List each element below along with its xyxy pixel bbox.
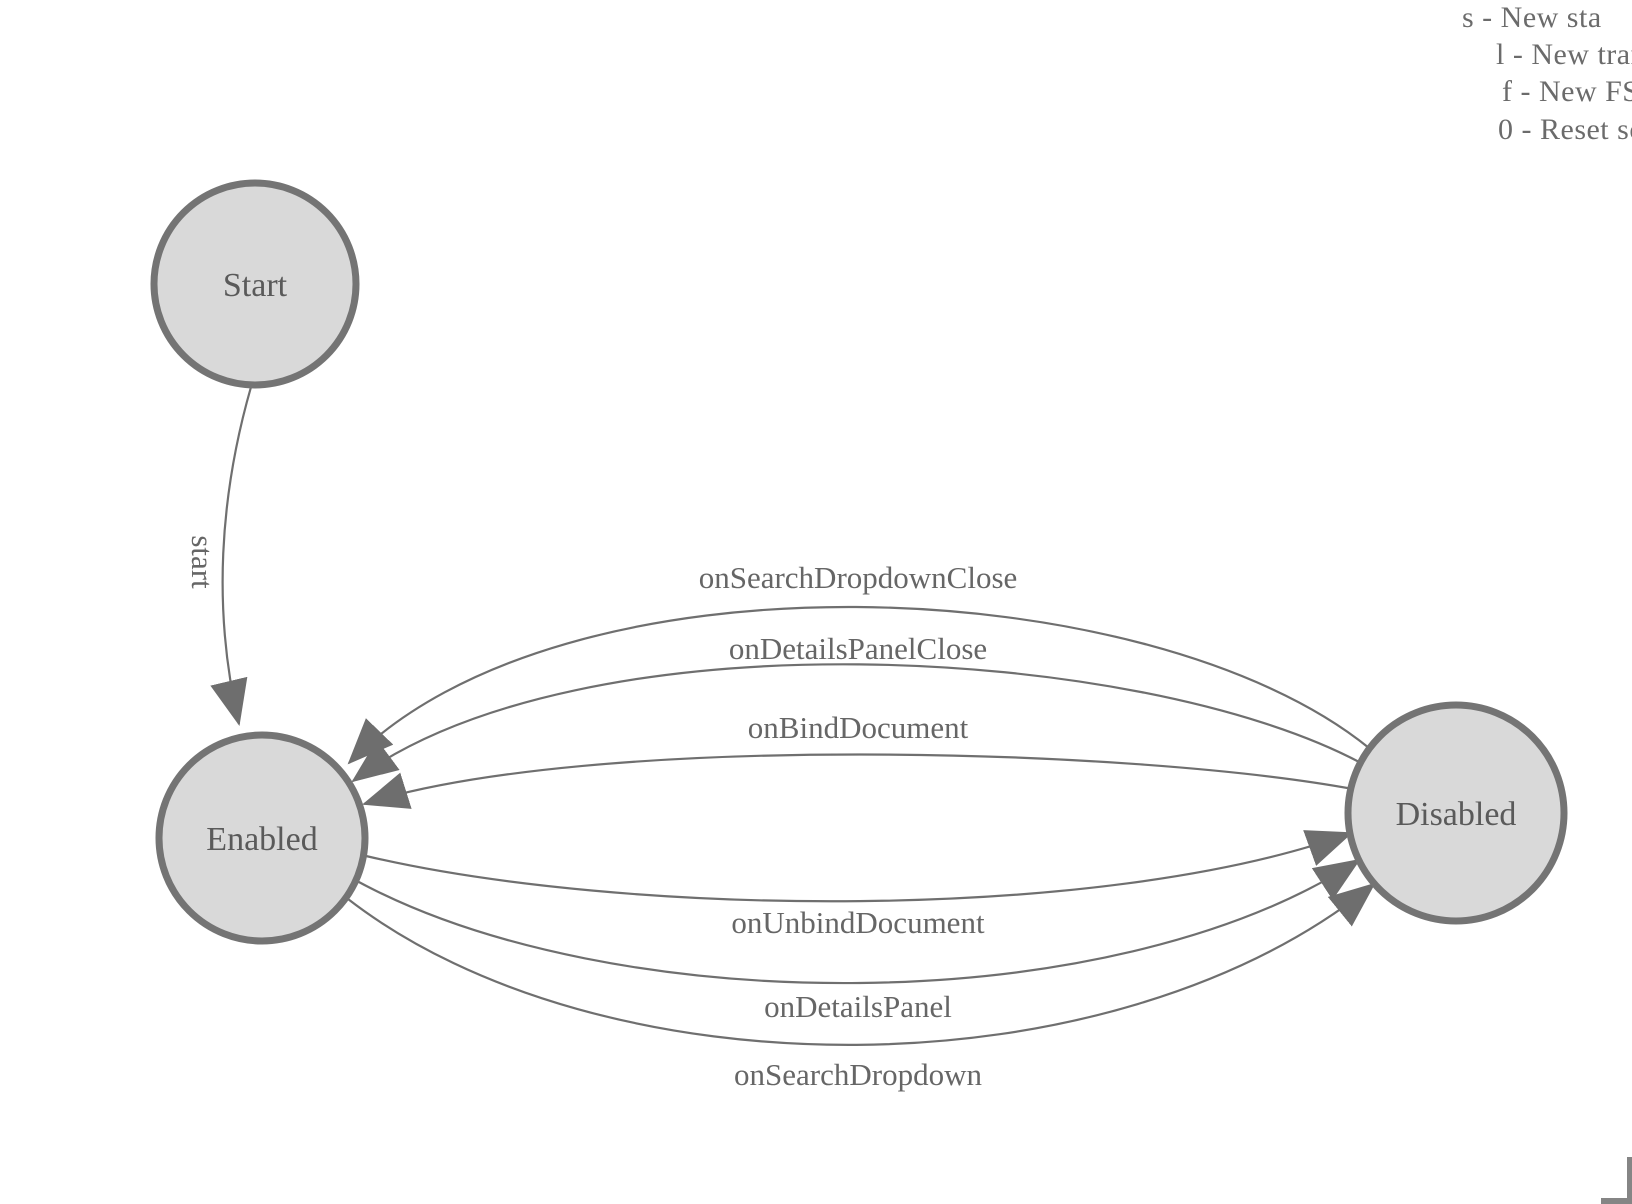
edge-onBindDocument[interactable] xyxy=(362,753,1354,809)
edge-onSearchDropdown[interactable] xyxy=(347,882,1376,1046)
edge-onUnbindDocument[interactable] xyxy=(365,830,1353,903)
state-disabled[interactable] xyxy=(1344,701,1568,925)
corner-frame-horizontal-bar xyxy=(1601,1198,1632,1204)
state-enabled-label: Enabled xyxy=(206,821,317,858)
edge-onSearchDropdownClose[interactable] xyxy=(347,605,1370,765)
edge-label-onDetailsPanel: onDetailsPanel xyxy=(764,989,952,1024)
edge-onDetailsPanel[interactable] xyxy=(356,858,1361,985)
corner-frame-vertical-bar xyxy=(1627,1157,1632,1204)
corner-frame-icon xyxy=(1601,1157,1632,1204)
state-enabled[interactable] xyxy=(155,731,369,945)
edge-label-onSearchDropdownClose: onSearchDropdownClose xyxy=(699,560,1018,595)
edge-label-onSearchDropdown: onSearchDropdown xyxy=(734,1057,982,1092)
edge-label-onDetailsPanelClose: onDetailsPanelClose xyxy=(729,631,987,666)
edge-label-onUnbindDocument: onUnbindDocument xyxy=(731,905,985,940)
edge-onDetailsPanelClose[interactable] xyxy=(351,663,1362,783)
state-start-label: Start xyxy=(223,267,288,304)
edge-label-onBindDocument: onBindDocument xyxy=(748,710,969,745)
state-disabled-label: Disabled xyxy=(1396,796,1517,833)
state-start[interactable] xyxy=(150,179,360,389)
edge-label-start: start xyxy=(185,535,220,589)
edge-start[interactable] xyxy=(210,386,253,726)
